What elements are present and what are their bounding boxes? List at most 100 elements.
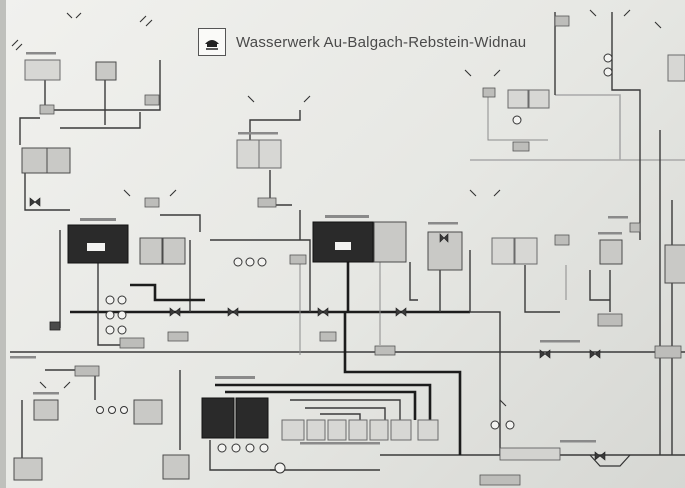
valve-5 [540, 350, 550, 358]
reservoir-b [236, 398, 268, 438]
center-top-tank-a [237, 140, 259, 168]
pump-12 [246, 444, 254, 452]
filter-6 [391, 420, 411, 440]
pump-4 [118, 296, 126, 304]
control-box-14 [513, 142, 529, 151]
small-label-9 [540, 340, 580, 343]
left-tank-b [47, 148, 70, 173]
pump-19 [506, 421, 514, 429]
nozzle-7 [465, 70, 500, 76]
pump-13 [260, 444, 268, 452]
center-top-tank-b [259, 140, 281, 168]
page-title: Wasserwerk Au-Balgach-Rebstein-Widnau [236, 34, 526, 51]
lower-left-tank [34, 400, 58, 420]
control-box-17 [290, 255, 306, 264]
bottom-mid-tank [163, 455, 189, 479]
pump-16 [604, 54, 612, 62]
pump-6 [118, 326, 126, 334]
right-tank-b [515, 238, 537, 264]
dark-unit-center-b [374, 222, 406, 262]
nozzle-2 [67, 13, 81, 18]
filter-2 [307, 420, 325, 440]
mid-tank-a [140, 238, 162, 264]
manifold-third-pipe [290, 400, 400, 420]
filter-4 [349, 420, 367, 440]
valve-3 [318, 308, 328, 316]
control-box-3 [145, 198, 159, 207]
nozzle-11 [500, 400, 506, 406]
control-box-4 [258, 198, 276, 207]
edge-right-tank [665, 245, 685, 283]
small-label-2 [325, 215, 369, 218]
valve-9 [595, 452, 605, 460]
filter-3 [328, 420, 346, 440]
control-box-18 [50, 322, 60, 330]
left-edge-pipe [20, 118, 40, 145]
pump-3 [106, 326, 114, 334]
pump-21 [109, 407, 116, 414]
control-box-9 [75, 366, 99, 376]
control-box-12 [555, 16, 569, 26]
right-tank-a [492, 238, 514, 264]
nozzle-6 [470, 190, 500, 196]
control-box-5 [120, 338, 144, 348]
top-left-tank [25, 60, 60, 80]
bottom-left-tank [14, 458, 42, 480]
pump-22 [121, 407, 128, 414]
pump-14 [275, 463, 285, 473]
pump-18 [491, 421, 499, 429]
filter-7 [418, 420, 438, 440]
mid-left-pipe [160, 215, 200, 232]
pump-10 [218, 444, 226, 452]
small-label-5 [238, 132, 278, 135]
small-label-6 [428, 222, 458, 225]
small-label-10 [10, 356, 36, 359]
small-label-13 [608, 216, 628, 219]
filter-1 [282, 420, 304, 440]
title-block: Wasserwerk Au-Balgach-Rebstein-Widnau [198, 26, 526, 58]
far-right-tank [600, 240, 622, 264]
nozzle-5 [124, 190, 176, 196]
tanks [14, 55, 685, 480]
top-left-small-tank [96, 62, 116, 80]
control-box-8 [375, 346, 395, 355]
valve-4 [396, 308, 406, 316]
control-box-10 [598, 314, 622, 326]
lower-mid-tank [134, 400, 162, 424]
pump-17 [604, 68, 612, 76]
nozzle-3 [140, 16, 152, 26]
mid-tank-b [163, 238, 185, 264]
dark-unit-center-window [335, 242, 351, 250]
nozzle-1 [12, 40, 22, 50]
valve-2 [228, 308, 238, 316]
manifold-fifth-pipe [320, 414, 360, 420]
dark-unit-left-window [87, 243, 105, 251]
center-right-pipe [410, 262, 418, 300]
right-branch-pipe [555, 95, 620, 160]
control-box-7 [320, 332, 336, 341]
measuring-chamber [500, 448, 560, 460]
left-mid-pipe [60, 112, 140, 128]
pump-group-pipe [98, 260, 135, 345]
small-label-8 [33, 392, 59, 395]
control-box-13 [483, 88, 495, 97]
top-center-pipe [250, 110, 300, 140]
valve-7 [30, 198, 40, 206]
pump-20 [97, 407, 104, 414]
nozzle-9 [655, 22, 661, 28]
right-small-pipe [590, 270, 610, 300]
right-tank-outlet-pipe [525, 265, 560, 312]
pump-15 [513, 116, 521, 124]
small-label-4 [26, 52, 56, 55]
pump-1 [106, 296, 114, 304]
pump-2 [106, 311, 114, 319]
pump-9 [258, 258, 266, 266]
top-edge-tank [668, 55, 685, 81]
small-label-3 [215, 376, 255, 379]
small-label-12 [300, 442, 380, 445]
valve-1 [170, 308, 180, 316]
water-utility-logo-icon [198, 28, 226, 56]
center-branch-pipe [210, 240, 310, 312]
